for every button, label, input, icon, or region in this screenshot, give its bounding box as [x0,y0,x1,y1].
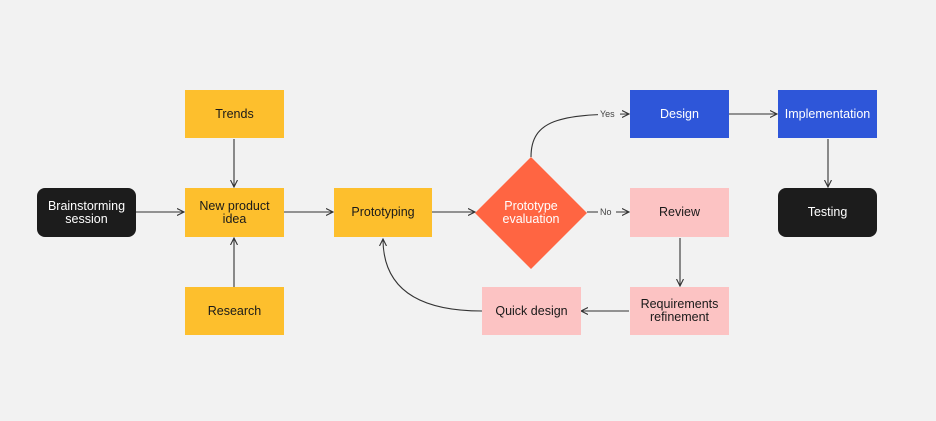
node-new-product-idea[interactable]: New product idea [185,188,284,237]
node-testing[interactable]: Testing [778,188,877,237]
node-trends-label: Trends [215,106,254,121]
node-quick-design-label: Quick design [495,303,568,318]
node-brainstorming-session-label: Brainstorming session [47,198,126,226]
node-new-product-idea-label: New product idea [199,198,270,226]
node-prototype-evaluation-label: Prototype evaluation [502,199,560,226]
edge-quick-design-to-prototyping [383,239,483,312]
edge-evaluation-to-design [530,114,629,158]
prototype-evaluation-diamond [475,157,587,269]
node-prototyping-label: Prototyping [351,205,415,219]
edge-label-yes: Yes [600,109,615,119]
node-brainstorming-session[interactable]: Brainstorming session [37,188,136,237]
node-prototype-evaluation[interactable]: Prototype evaluation [483,190,579,236]
node-research-label: Research [207,303,262,318]
node-research[interactable]: Research [185,287,284,335]
node-trends[interactable]: Trends [185,90,284,138]
node-review[interactable]: Review [630,188,729,237]
node-requirements-refinement[interactable]: Requirements refinement [630,287,729,335]
node-design-label: Design [660,106,699,121]
edge-label-no: No [600,207,612,217]
node-review-label: Review [659,205,700,219]
node-quick-design[interactable]: Quick design [482,287,581,335]
node-design[interactable]: Design [630,90,729,138]
node-requirements-refinement-label: Requirements refinement [640,297,719,324]
node-prototyping[interactable]: Prototyping [334,188,432,237]
node-implementation[interactable]: Implementation [778,90,877,138]
node-testing-label: Testing [807,205,848,219]
node-implementation-label: Implementation [784,106,871,121]
